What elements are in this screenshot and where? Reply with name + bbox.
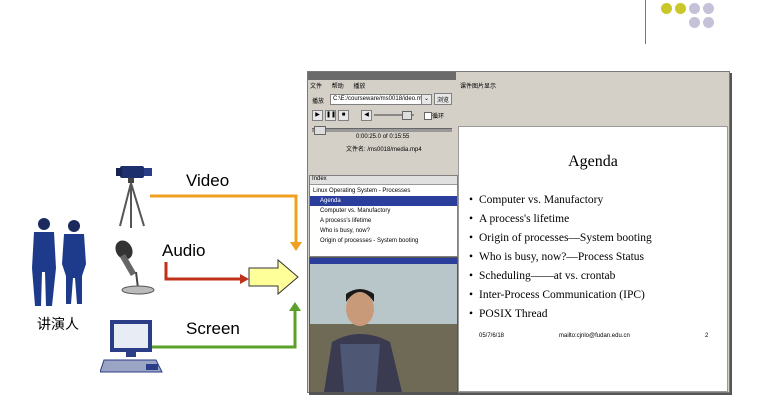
volume-slider[interactable] bbox=[374, 111, 414, 120]
audio-label: Audio bbox=[162, 241, 206, 260]
stop-button[interactable]: ■ bbox=[338, 110, 349, 121]
seek-thumb[interactable] bbox=[314, 126, 326, 135]
index-item[interactable]: Linux Operating System - Processes bbox=[313, 188, 411, 194]
slide-title: Agenda bbox=[568, 153, 618, 170]
slide-pane: Agenda Computer vs. Manufactory A proces… bbox=[458, 126, 728, 392]
url-dropdown-button[interactable]: ⌄ bbox=[421, 94, 432, 105]
menu-item-file[interactable]: 文件 bbox=[310, 84, 323, 90]
video-label: Video bbox=[186, 171, 230, 190]
corner-dot bbox=[703, 3, 714, 14]
slide-bullet: Inter-Process Communication (IPC) bbox=[469, 289, 645, 301]
screen-label: Screen bbox=[186, 319, 240, 338]
merge-arrow bbox=[248, 258, 299, 296]
index-item[interactable]: Computer vs. Manufactory bbox=[320, 208, 391, 214]
corner-dot bbox=[661, 3, 672, 14]
volume-thumb[interactable] bbox=[402, 111, 412, 120]
player-window: 课件图片显示 文件 帮助 播放 播放 C:\E:/courseware/ms00… bbox=[307, 71, 730, 393]
menu-item-play[interactable]: 播放 bbox=[353, 84, 366, 90]
corner-dot bbox=[689, 3, 700, 14]
microphone-icon bbox=[115, 240, 155, 295]
corner-dot bbox=[703, 17, 714, 28]
index-header: Index bbox=[310, 176, 457, 185]
slide-footer-center: mailto:cjnlo@fudan.edu.cn bbox=[559, 333, 630, 339]
browse-button[interactable]: 浏览 bbox=[434, 93, 452, 105]
corner-divider bbox=[645, 0, 646, 44]
menu-bar: 文件 帮助 播放 bbox=[310, 81, 373, 90]
url-value: C:\E:/courseware/ms0018/ideo.mf bbox=[333, 96, 424, 102]
time-readout: 0:00:25.0 of 0:15:55 bbox=[356, 134, 410, 140]
video-titlebar bbox=[310, 258, 457, 264]
lecturer-video bbox=[309, 257, 458, 393]
corner-dot bbox=[675, 3, 686, 14]
slide-bullet: Origin of processes—System booting bbox=[469, 232, 652, 244]
corner-dot bbox=[689, 17, 700, 28]
computer-icon bbox=[100, 320, 163, 373]
slide-bullet: A process's lifetime bbox=[469, 213, 569, 225]
slide-footer-right: 2 bbox=[705, 333, 709, 339]
index-panel: Index Linux Operating System - Processes… bbox=[309, 175, 458, 257]
slide-bullet: Who is busy, now?—Process Status bbox=[469, 251, 644, 263]
menu-item-help[interactable]: 帮助 bbox=[331, 84, 344, 90]
pause-button[interactable]: ❚❚ bbox=[325, 110, 336, 121]
url-field[interactable]: C:\E:/courseware/ms0018/ideo.mf bbox=[330, 94, 430, 105]
speaker-figures bbox=[32, 218, 86, 306]
speaker-caption: 讲演人 bbox=[37, 316, 79, 332]
audio-arrow bbox=[164, 262, 249, 284]
loop-checkbox[interactable] bbox=[424, 112, 432, 120]
video-background bbox=[310, 264, 457, 324]
index-item-selected[interactable]: Agenda bbox=[310, 196, 457, 206]
slide-pane-title: 课件图片显示 bbox=[460, 84, 497, 90]
screen-arrow bbox=[138, 302, 301, 349]
url-label: 播放 bbox=[312, 99, 325, 105]
seek-bar[interactable] bbox=[312, 126, 452, 135]
video-camera-icon bbox=[116, 166, 152, 228]
browse-button-label: 浏览 bbox=[437, 98, 450, 104]
index-item[interactable]: Who is busy, now? bbox=[320, 228, 370, 234]
slide-bullet: POSIX Thread bbox=[469, 308, 548, 320]
file-readout: 文件名: /ms0018/media.mp4 bbox=[346, 147, 422, 153]
index-item[interactable]: Origin of processes - System booting bbox=[320, 238, 419, 244]
loop-label: 循环 bbox=[432, 114, 445, 120]
video-arrow bbox=[150, 194, 302, 251]
play-button[interactable]: ▶ bbox=[312, 110, 323, 121]
window-titlebar bbox=[308, 72, 456, 80]
slide-bullet: Computer vs. Manufactory bbox=[469, 194, 603, 206]
index-item[interactable]: A process's lifetime bbox=[320, 218, 372, 224]
slide-footer-left: 05/7/6/18 bbox=[479, 333, 505, 339]
slide-bullet: Scheduling——at vs. crontab bbox=[469, 270, 615, 282]
mute-button[interactable]: ◀ bbox=[361, 110, 372, 121]
lecturer-figure bbox=[324, 289, 402, 392]
